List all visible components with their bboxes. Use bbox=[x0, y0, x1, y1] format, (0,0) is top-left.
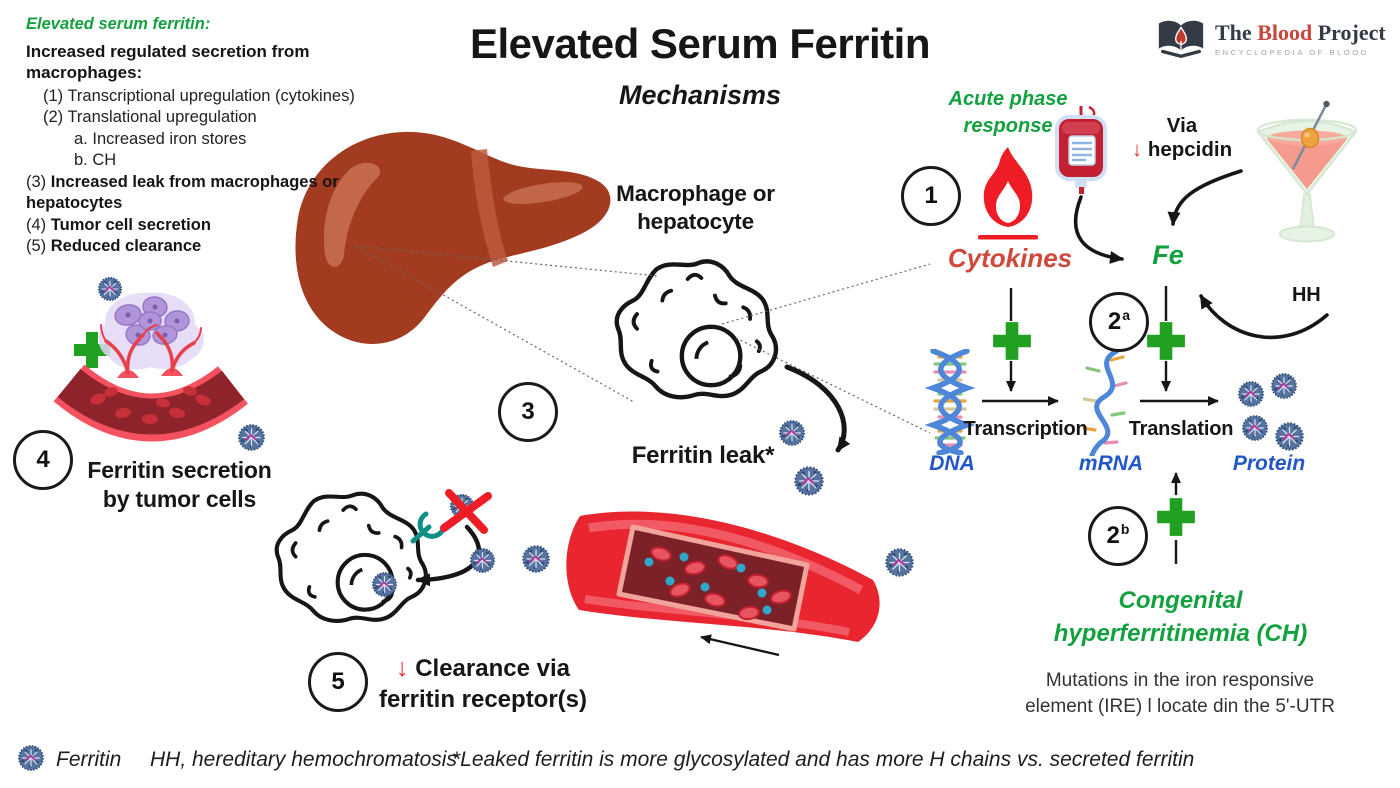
legend-hh-label: HH, hereditary hemochromatosis bbox=[150, 748, 457, 771]
clearance-label: ↓ Clearance via ferritin receptor(s) bbox=[378, 654, 588, 713]
note-item: (3) Increased leak from macrophages or h… bbox=[26, 172, 339, 213]
ferritin-icon bbox=[371, 571, 398, 598]
blocked-cross-icon bbox=[440, 489, 492, 534]
mrna-label: mRNA bbox=[1078, 452, 1144, 475]
note-item: (4) Tumor cell secretion bbox=[26, 215, 211, 234]
step-5-badge: 5 bbox=[308, 652, 368, 712]
ferritin-leak-arrow bbox=[784, 364, 851, 453]
ferritin-leak-label: Ferritin leak* bbox=[631, 442, 775, 469]
step-3-badge: 3 bbox=[498, 382, 558, 442]
logo-word-blood: Blood bbox=[1257, 19, 1313, 45]
notes-subheading: Increased regulated secretion from macro… bbox=[26, 41, 310, 82]
dna-icon bbox=[924, 349, 976, 455]
logo-word-project: Project bbox=[1312, 19, 1386, 45]
legend-leak-note: *Leaked ferritin is more glycosylated an… bbox=[452, 748, 1195, 771]
step-1-badge: 1 bbox=[901, 166, 961, 226]
blood-vessel-icon bbox=[566, 511, 880, 642]
protein-label: Protein bbox=[1232, 452, 1306, 475]
ferritin-icon bbox=[794, 466, 824, 496]
macrophage-cell-icon bbox=[617, 261, 776, 397]
legend-ferritin-label: Ferritin bbox=[56, 748, 122, 771]
page-title: Elevated Serum Ferritin bbox=[470, 20, 931, 67]
ferritin-icon bbox=[1238, 381, 1264, 407]
blood-bag-icon bbox=[1055, 105, 1107, 194]
flow-arrows bbox=[700, 286, 1219, 657]
legend-ferritin-icon bbox=[18, 745, 44, 771]
curved-arrows bbox=[1073, 169, 1329, 340]
down-arrow-glyph: ↓ bbox=[1131, 138, 1143, 161]
mrna-icon bbox=[1083, 349, 1128, 456]
fe-label: Fe bbox=[1152, 240, 1184, 270]
ferritin-icon bbox=[238, 424, 265, 451]
ferritin-icon bbox=[97, 276, 123, 302]
via-hepcidin-label: Via ↓ hepcidin bbox=[1131, 114, 1233, 161]
notes-panel: Elevated serum ferritin: Increased regul… bbox=[26, 14, 441, 258]
tumor-vessel-icon bbox=[53, 292, 248, 442]
note-item: (5) Reduced clearance bbox=[26, 237, 202, 255]
ferritin-icon bbox=[885, 548, 914, 577]
ferritin-icon bbox=[1271, 373, 1297, 399]
red-down-arrow-glyph: ↓ bbox=[396, 654, 409, 682]
book-icon bbox=[1158, 20, 1204, 59]
logo-tagline: ENCYCLOPEDIA OF BLOOD bbox=[1215, 47, 1369, 57]
liver-icon bbox=[295, 131, 611, 344]
cytokines-label: Cytokines bbox=[947, 243, 1073, 273]
brand-logo-text: The Blood Project ENCYCLOPEDIA OF BLOOD bbox=[1215, 20, 1386, 57]
step-4-badge: 4 bbox=[13, 430, 73, 490]
ferritin-receptor-icon bbox=[410, 511, 447, 544]
notes-heading: Elevated serum ferritin: bbox=[26, 15, 211, 33]
translation-label: Translation bbox=[1128, 418, 1234, 440]
note-item: a. Increased iron stores bbox=[74, 129, 247, 148]
clearance-macrophage-icon bbox=[277, 494, 426, 621]
note-item: b. CH bbox=[74, 151, 117, 169]
ferritin-icon bbox=[469, 547, 496, 574]
dna-label: DNA bbox=[929, 452, 975, 475]
ferritin-icon bbox=[1242, 415, 1268, 441]
cocktail-icon bbox=[1256, 100, 1358, 243]
projection-lines bbox=[355, 245, 931, 434]
ferritin-icon bbox=[1275, 422, 1304, 451]
note-item: (2) Translational upregulation bbox=[43, 108, 257, 126]
transcription-label: Transcription bbox=[963, 418, 1088, 440]
note-item: (1) Transcriptional upregulation (cytoki… bbox=[43, 86, 355, 105]
brand-logo: The Blood Project ENCYCLOPEDIA OF BLOOD bbox=[1155, 15, 1386, 61]
ferritin-icon bbox=[522, 545, 550, 573]
hh-label: HH bbox=[1292, 284, 1321, 306]
fire-icon bbox=[978, 147, 1038, 240]
logo-word-the: The bbox=[1215, 19, 1258, 45]
page-subtitle: Mechanisms bbox=[618, 80, 782, 110]
